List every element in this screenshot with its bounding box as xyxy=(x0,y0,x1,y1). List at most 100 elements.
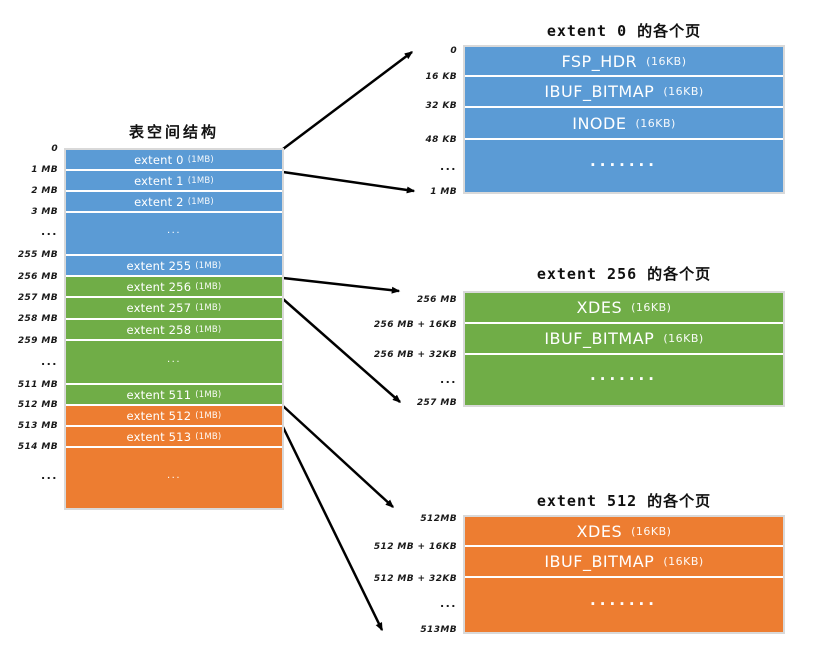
page-row: INODE (16KB) xyxy=(465,108,783,140)
offset-label: 258 MB xyxy=(17,314,58,324)
offset-label: 32 KB xyxy=(425,101,457,111)
extent-row: extent 513(1MB) xyxy=(66,427,282,448)
row-label: IBUF_BITMAP xyxy=(544,329,655,348)
extent-row: extent 511(1MB) xyxy=(66,385,282,406)
row-size: (1MB) xyxy=(187,154,214,165)
row-label: XDES xyxy=(576,521,623,541)
tablespace-title: 表空间结构 xyxy=(128,123,219,141)
offset-label: 257 MB xyxy=(416,398,457,408)
row-size: (16KB) xyxy=(663,555,704,568)
offset-label: 512 MB xyxy=(17,400,58,410)
connection-arrow xyxy=(282,276,401,294)
row-label: XDES xyxy=(576,298,623,317)
row-label: extent 512 xyxy=(126,408,192,423)
ellipsis-text: ....... xyxy=(590,591,658,610)
extent-row: extent 2(1MB) xyxy=(66,192,282,213)
row-label: extent 511 xyxy=(126,387,192,402)
offset-label: 512MB xyxy=(420,514,457,524)
extent-row: extent 255(1MB) xyxy=(66,256,282,277)
extent-row: extent 1(1MB) xyxy=(66,171,282,192)
row-label: extent 256 xyxy=(126,279,192,294)
offset-label: 1 MB xyxy=(430,187,457,197)
row-size: (1MB) xyxy=(187,196,214,207)
row-label: extent 2 xyxy=(134,194,184,209)
ellipsis-label: ... xyxy=(439,373,457,386)
row-size: (1MB) xyxy=(195,431,222,442)
page-row: XDES (16KB) xyxy=(465,293,783,324)
extent-row: extent 512(1MB) xyxy=(66,406,282,427)
row-size: (1MB) xyxy=(195,260,222,271)
extent-row: extent 258(1MB) xyxy=(66,320,282,341)
extent-pages-box: FSP_HDR(16KB)IBUF_BITMAP(16KB)INODE(16KB… xyxy=(463,45,785,194)
extent-pages-title: extent 512 的各个页 xyxy=(536,492,712,510)
row-label: extent 257 xyxy=(126,301,192,315)
offset-label: 0 xyxy=(51,144,58,154)
row-label: extent 255 xyxy=(126,258,192,273)
offset-label: 1 MB xyxy=(31,165,58,175)
offset-label: 257 MB xyxy=(17,293,58,303)
offset-label: 259 MB xyxy=(17,336,58,346)
page-row: IBUF_BITMAP (16KB) xyxy=(465,547,783,578)
row-size: (1MB) xyxy=(195,324,222,335)
extent-row: extent 0(1MB) xyxy=(66,150,282,171)
ellipsis-row: ... xyxy=(66,213,282,256)
row-label: extent 513 xyxy=(126,429,192,444)
page-row: XDES (16KB) xyxy=(465,517,783,547)
extent-pages-title: extent 256 的各个页 xyxy=(536,265,712,283)
offset-label: 256 MB + 16KB xyxy=(373,320,457,330)
row-size: (16KB) xyxy=(631,524,672,538)
offset-label: 512 MB + 16KB xyxy=(373,542,457,552)
offset-label: 48 KB xyxy=(425,135,457,145)
offset-label: 256 MB + 32KB xyxy=(373,350,457,360)
ellipsis-row: ... xyxy=(66,448,282,508)
ellipsis-text: ... xyxy=(166,353,182,365)
ellipsis-row: ....... xyxy=(465,355,783,405)
extent-pages-title: extent 0 的各个页 xyxy=(546,22,702,40)
row-label: IBUF_BITMAP xyxy=(544,552,655,571)
ellipsis-text: ... xyxy=(166,225,182,236)
ellipsis-row: ... xyxy=(66,341,282,385)
page-row: IBUF_BITMAP(16KB) xyxy=(465,77,783,108)
offset-label: 255 MB xyxy=(17,250,58,260)
ellipsis-text: ... xyxy=(166,469,182,481)
ellipsis-text: ....... xyxy=(590,366,658,385)
tablespace-stack: extent 0(1MB)extent 1(1MB)extent 2(1MB).… xyxy=(64,148,284,510)
ellipsis-row: ....... xyxy=(465,578,783,632)
row-size: (16KB) xyxy=(646,54,687,68)
row-size: (16KB) xyxy=(635,116,676,130)
offset-label: 513 MB xyxy=(17,421,58,431)
offset-label: 256 MB xyxy=(416,295,457,305)
row-label: FSP_HDR xyxy=(561,51,638,71)
ellipsis-label: ... xyxy=(40,225,58,238)
offset-label: 2 MB xyxy=(31,186,58,196)
connection-arrow xyxy=(282,405,394,508)
offset-label: 3 MB xyxy=(31,207,58,217)
page-row: IBUF_BITMAP (16KB) xyxy=(465,324,783,355)
row-size: (1MB) xyxy=(195,303,222,313)
row-size: (1MB) xyxy=(195,389,222,400)
page-row: FSP_HDR (16KB) xyxy=(465,47,783,77)
row-label: extent 0 xyxy=(134,152,184,167)
row-size: (16KB) xyxy=(631,301,672,314)
extent-row: extent 257(1MB) xyxy=(66,298,282,320)
row-label: INODE xyxy=(572,113,627,133)
ellipsis-label: ... xyxy=(439,160,457,173)
row-size: (1MB) xyxy=(195,281,222,292)
ellipsis-row: ....... xyxy=(465,140,783,192)
offset-label: 513MB xyxy=(420,625,457,635)
ellipsis-label: ... xyxy=(40,469,58,482)
row-label: extent 1 xyxy=(134,173,184,188)
offset-label: 511 MB xyxy=(17,380,58,390)
row-size: (16KB) xyxy=(663,85,704,98)
row-size: (16KB) xyxy=(663,332,704,345)
offset-label: 256 MB xyxy=(17,272,58,282)
row-size: (1MB) xyxy=(187,175,214,186)
extent-pages-box: XDES (16KB) IBUF_BITMAP (16KB)....... xyxy=(463,291,785,407)
ellipsis-label: ... xyxy=(40,355,58,368)
row-label: extent 258 xyxy=(126,322,192,337)
row-size: (1MB) xyxy=(195,410,222,421)
offset-label: 512 MB + 32KB xyxy=(373,574,457,584)
ellipsis-label: ... xyxy=(439,597,457,610)
extent-pages-box: XDES (16KB) IBUF_BITMAP (16KB)....... xyxy=(463,515,785,634)
